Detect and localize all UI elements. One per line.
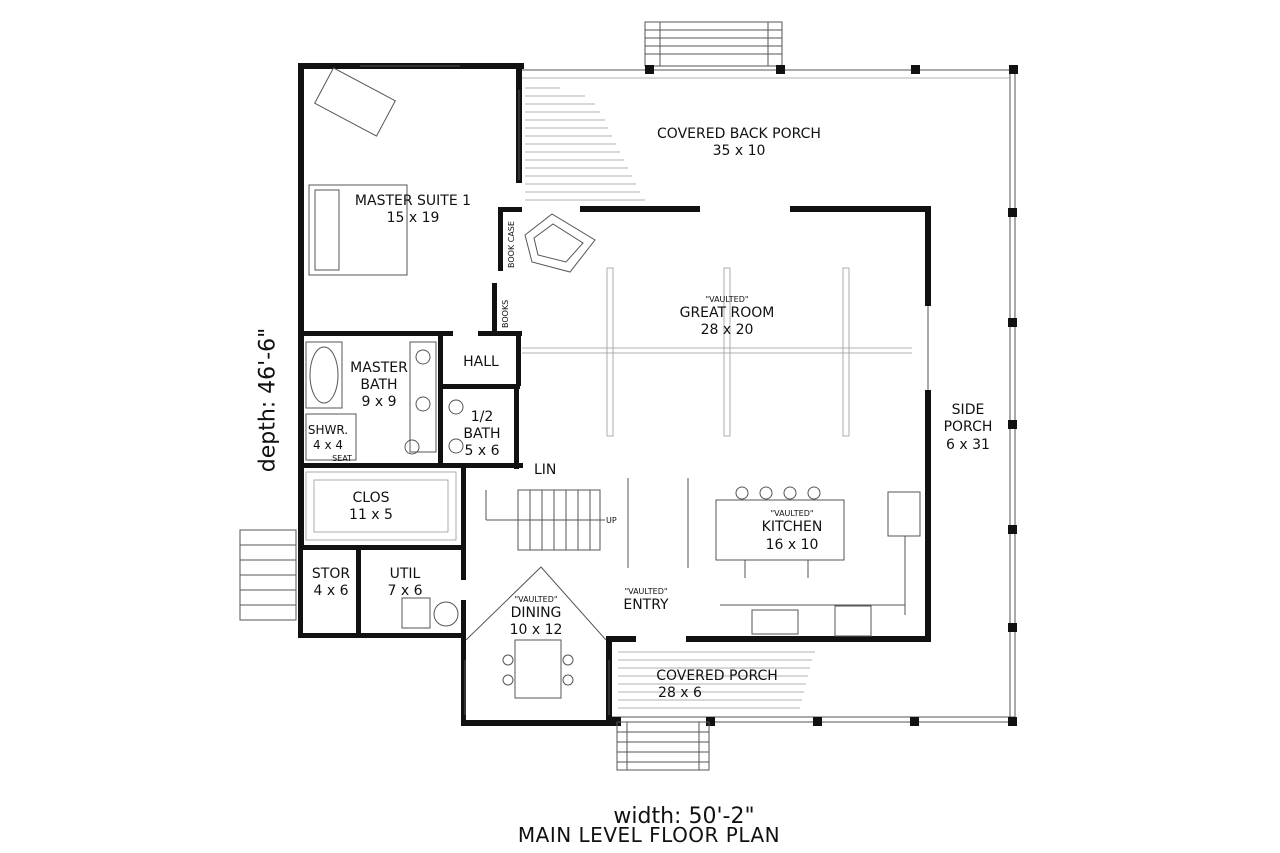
book-case-label: BOOK CASE <box>507 221 516 268</box>
depth-dimension: depth: 46'-6" <box>255 327 281 473</box>
plan-title: MAIN LEVEL FLOOR PLAN <box>517 823 781 847</box>
entry-name: ENTRY <box>623 597 669 613</box>
fireplace <box>524 213 596 273</box>
master-suite-size: 15 x 19 <box>387 210 440 226</box>
side-porch-name-1: SIDE <box>952 402 985 418</box>
great-room-note: "VAULTED" <box>705 295 748 304</box>
half-bath-size: 5 x 6 <box>465 443 500 459</box>
windows <box>360 65 929 715</box>
hall-name: HALL <box>463 354 499 370</box>
kitchen-size: 16 x 10 <box>766 537 819 553</box>
storage-size: 4 x 6 <box>314 583 349 599</box>
side-porch-name-2: PORCH <box>944 419 993 435</box>
dining-note: "VAULTED" <box>514 595 557 604</box>
closet-shelves <box>305 471 457 541</box>
back-porch-name: COVERED BACK PORCH <box>657 126 821 142</box>
books-label: BOOKS <box>501 300 510 328</box>
master-suite-name: MASTER SUITE 1 <box>355 193 471 209</box>
shower-name: SHWR. <box>308 423 348 437</box>
covered-porch-size: 28 x 6 <box>658 685 702 701</box>
kitchen-fixtures <box>627 478 921 637</box>
kitchen-note: "VAULTED" <box>770 509 813 518</box>
half-bath-name-2: BATH <box>463 426 500 442</box>
dining-name: DINING <box>511 605 562 621</box>
master-bath-name-2: BATH <box>360 377 397 393</box>
shower-seat: SEAT <box>332 454 352 463</box>
closet-name: CLOS <box>353 490 390 506</box>
dining-table <box>465 566 607 699</box>
bath-fixtures <box>305 341 464 461</box>
master-bath-name-1: MASTER <box>350 360 408 376</box>
back-porch-size: 35 x 10 <box>713 143 766 159</box>
storage-name: STOR <box>312 566 350 582</box>
dining-size: 10 x 12 <box>510 622 563 638</box>
back-porch-steps <box>644 21 783 67</box>
porch-posts <box>612 65 1018 726</box>
stair <box>485 489 605 551</box>
shower-size: 4 x 4 <box>313 438 343 452</box>
utility-fixtures <box>401 597 459 629</box>
master-bath-size: 9 x 9 <box>362 394 397 410</box>
closet-size: 11 x 5 <box>349 507 393 523</box>
stair-up-label: UP <box>606 516 617 525</box>
linen-name: LIN <box>534 462 556 478</box>
front-porch-decking <box>618 651 815 709</box>
half-bath-name-1: 1/2 <box>471 409 494 425</box>
width-dimension: width: 50'-2" <box>613 804 755 829</box>
great-room-size: 28 x 20 <box>701 322 754 338</box>
side-porch-size: 6 x 31 <box>946 437 990 453</box>
entry-note: "VAULTED" <box>624 587 667 596</box>
side-steps <box>239 529 297 621</box>
master-suite-furniture <box>308 67 408 276</box>
front-porch-steps <box>616 721 710 771</box>
ceiling-beams <box>522 267 912 437</box>
covered-porch-name: COVERED PORCH <box>656 668 778 684</box>
utility-name: UTIL <box>390 566 421 582</box>
utility-size: 7 x 6 <box>388 583 423 599</box>
kitchen-name: KITCHEN <box>762 519 823 535</box>
walls <box>298 63 931 726</box>
back-porch-decking <box>522 77 1010 201</box>
great-room-name: GREAT ROOM <box>680 305 775 321</box>
